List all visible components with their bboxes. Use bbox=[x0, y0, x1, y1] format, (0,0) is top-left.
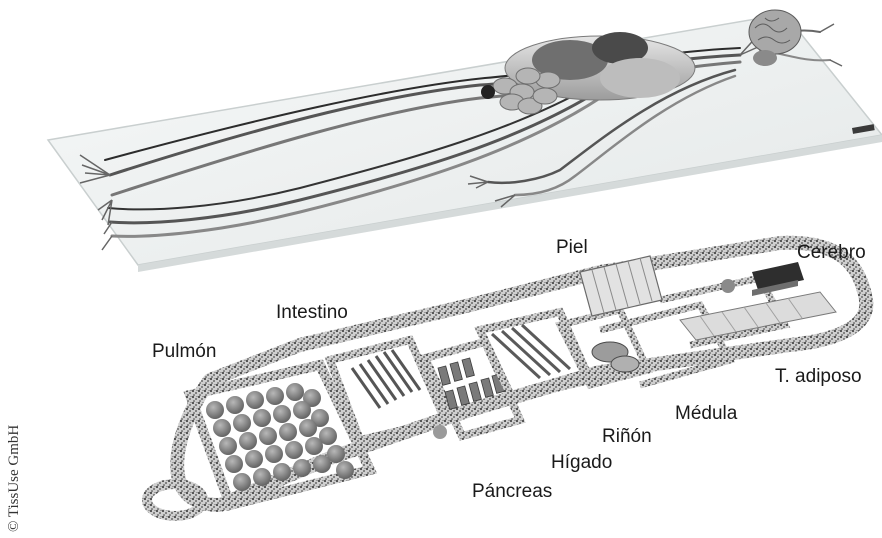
multi-organ-chip bbox=[147, 243, 866, 516]
skin-module bbox=[580, 256, 662, 316]
human-on-glass-slab bbox=[48, 10, 882, 272]
label-pulmon: Pulmón bbox=[152, 342, 216, 361]
stomach bbox=[600, 58, 680, 98]
label-medula: Médula bbox=[675, 404, 737, 423]
label-higado: Hígado bbox=[551, 453, 612, 472]
brain bbox=[749, 10, 801, 54]
copyright-credit: © TissUse GmbH bbox=[6, 425, 23, 532]
brain-module bbox=[721, 262, 804, 296]
label-cerebro: Cerebro bbox=[797, 243, 866, 262]
label-intestino: Intestino bbox=[276, 303, 348, 322]
label-pancreas: Páncreas bbox=[472, 482, 552, 501]
head-organ bbox=[753, 50, 777, 66]
label-t-adiposo: T. adiposo bbox=[775, 367, 862, 386]
bladder bbox=[481, 85, 495, 99]
label-piel: Piel bbox=[556, 238, 588, 257]
label-rinon: Riñón bbox=[602, 427, 652, 446]
